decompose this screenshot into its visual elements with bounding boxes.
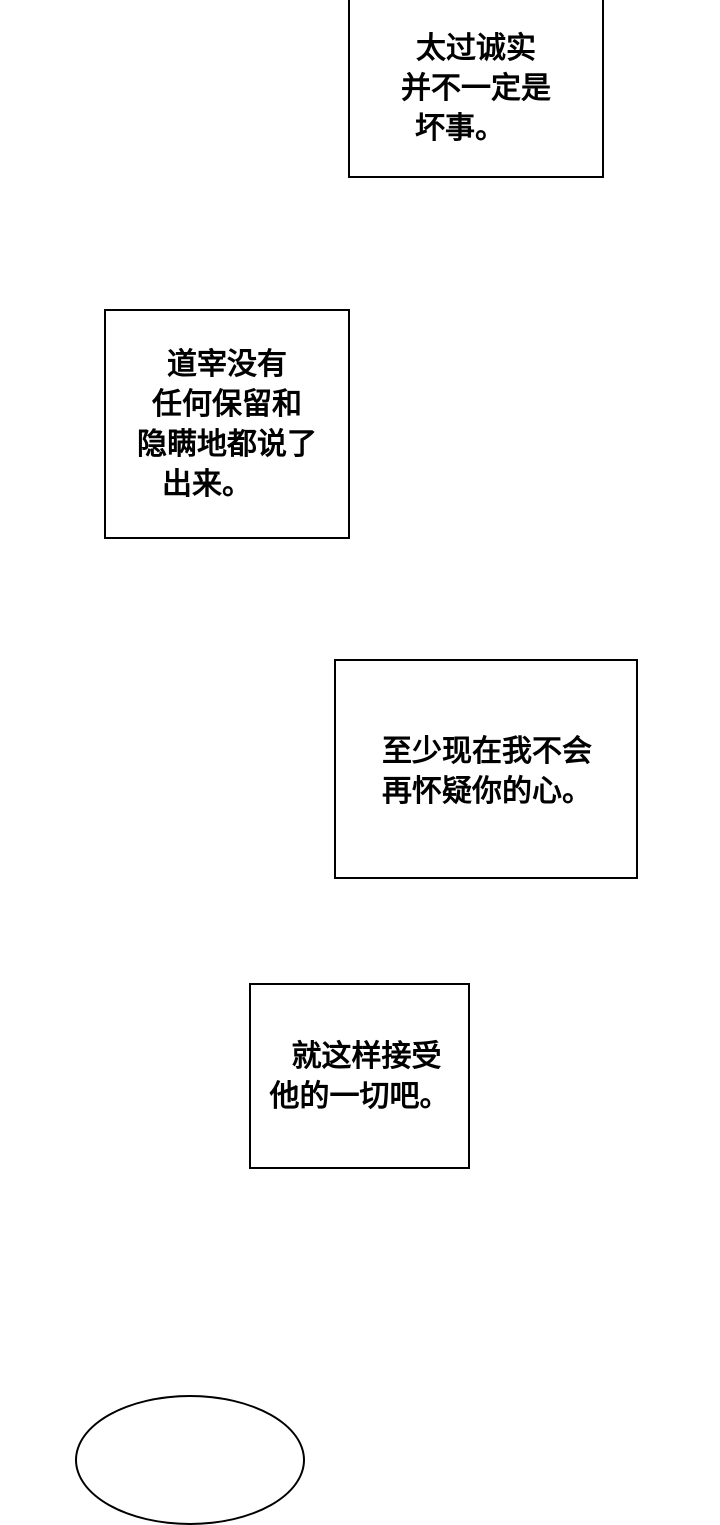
narration-line: 就这样接受	[291, 1039, 442, 1074]
narration-line: 并不一定是	[401, 71, 551, 106]
speech-bubble	[75, 1395, 305, 1525]
narration-box-3: 至少现在我不会 再怀疑你的心。	[334, 659, 638, 879]
narration-line: 坏事。	[415, 111, 505, 146]
narration-box-4: 就这样接受 他的一切吧。	[249, 983, 470, 1169]
narration-line: 他的一切吧。	[269, 1079, 450, 1114]
narration-line: 太过诚实	[416, 31, 536, 66]
narration-line: 任何保留和	[152, 387, 302, 422]
narration-line: 出来。	[162, 467, 252, 502]
narration-line: 再怀疑你的心。	[382, 774, 592, 809]
narration-box-1: 太过诚实 并不一定是 坏事。	[348, 0, 604, 178]
narration-box-2: 道宰没有 任何保留和 隐瞒地都说了 出来。	[104, 309, 350, 539]
narration-line: 道宰没有	[167, 347, 287, 382]
narration-line: 隐瞒地都说了	[137, 427, 317, 462]
narration-line: 至少现在我不会	[382, 734, 592, 769]
